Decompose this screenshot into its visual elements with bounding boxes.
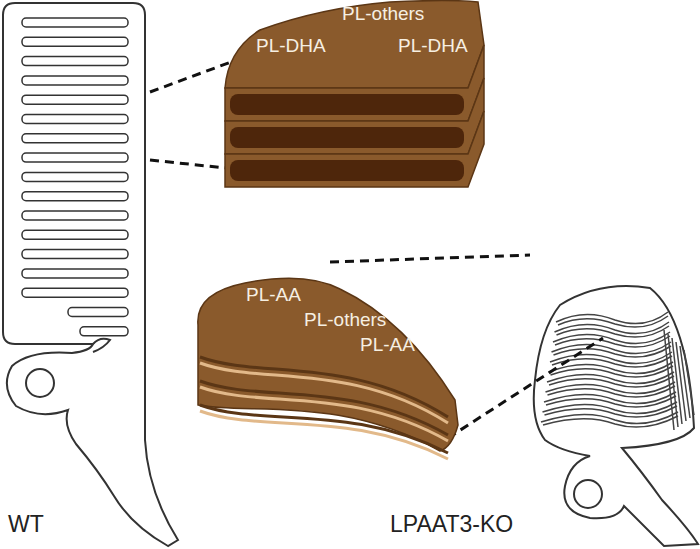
membrane-shape xyxy=(220,0,490,190)
disc xyxy=(22,230,128,239)
disc xyxy=(22,269,128,278)
disc xyxy=(555,322,670,334)
ko-nucleus xyxy=(574,480,602,508)
lipid-label: PL-others xyxy=(304,310,386,331)
genotype-label: WT xyxy=(8,512,44,537)
wt-disc-stack xyxy=(22,18,128,336)
wt-connecting-cilium xyxy=(93,339,110,352)
disc xyxy=(22,18,128,27)
lipid-label: PL-DHA xyxy=(398,36,468,57)
lipid-label: PL-AA xyxy=(246,285,301,306)
membrane-stack: PL-AAPL-othersPL-AA xyxy=(190,275,465,455)
disc xyxy=(22,115,128,124)
disc xyxy=(22,57,128,66)
lipid-label: PL-AA xyxy=(360,335,415,356)
ko-cell-outline xyxy=(534,286,698,546)
disc xyxy=(22,153,128,162)
wt-cell-outline xyxy=(3,3,178,546)
ko-disc-stack xyxy=(541,312,694,430)
disc xyxy=(543,416,678,427)
disc xyxy=(552,342,672,354)
lipid-label: PL-others xyxy=(342,4,424,25)
disc xyxy=(22,172,128,181)
disc xyxy=(22,211,128,220)
disc xyxy=(22,37,128,46)
disc-edge xyxy=(684,350,694,415)
disc xyxy=(80,327,128,336)
disc xyxy=(22,192,128,201)
membrane-stack: PL-othersPL-DHA PL-DHA xyxy=(220,0,490,190)
wt-nucleus xyxy=(26,369,54,397)
genotype-label: LPAAT3-KO xyxy=(390,512,513,537)
lipid-label: PL-DHA xyxy=(256,36,326,57)
disc xyxy=(22,288,128,297)
disc xyxy=(22,134,128,143)
disc xyxy=(22,95,128,104)
disc xyxy=(556,312,668,324)
disc xyxy=(553,332,670,344)
disc xyxy=(68,308,128,317)
disc xyxy=(22,250,128,259)
disc xyxy=(22,76,128,85)
disc xyxy=(545,406,678,417)
membrane-shape xyxy=(190,275,465,455)
